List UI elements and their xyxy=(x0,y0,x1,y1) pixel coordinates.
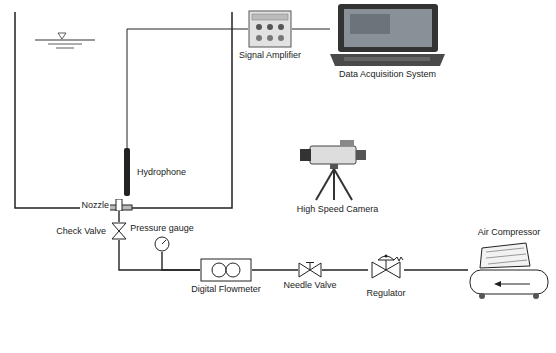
needle-valve-icon xyxy=(298,262,322,278)
component-label: Pressure gauge xyxy=(129,223,195,234)
pressure-regulator: Regulator xyxy=(368,254,404,286)
data-acquisition-laptop: Data Acquisition System xyxy=(330,2,445,67)
needle-valve: Needle Valve xyxy=(298,262,322,278)
digital-flowmeter-icon xyxy=(200,258,252,282)
water-tank xyxy=(15,12,232,208)
signal-amplifier-icon xyxy=(248,10,292,48)
component-label: Needle Valve xyxy=(283,280,338,291)
pressure-gauge-icon xyxy=(154,236,170,252)
hydrophone-probe-icon xyxy=(124,148,130,196)
signal-cable xyxy=(292,29,330,30)
check-valve-icon xyxy=(111,222,127,240)
water-level xyxy=(35,33,95,48)
component-label: High Speed Camera xyxy=(296,204,380,215)
high-speed-camera: High Speed Camera xyxy=(300,140,375,202)
nozzle: Nozzle xyxy=(114,199,124,211)
digital-flowmeter: Digital Flowmeter xyxy=(200,258,252,282)
hydrophone-probe: Hydrophone xyxy=(124,148,130,196)
air-compressor: Air Compressor xyxy=(468,240,550,300)
data-acquisition-laptop-icon xyxy=(330,2,445,67)
signal-amplifier: Signal Amplifier xyxy=(248,10,292,48)
component-label: Regulator xyxy=(365,288,406,299)
high-speed-camera-icon xyxy=(300,140,375,202)
signal-cable xyxy=(127,29,248,148)
nozzle-icon xyxy=(114,199,124,211)
air-pipe xyxy=(252,269,298,270)
component-label: Air Compressor xyxy=(477,227,542,238)
pressure-gauge: Pressure gauge xyxy=(154,236,170,252)
component-label: Hydrophone xyxy=(136,167,187,178)
component-label: Signal Amplifier xyxy=(238,50,302,61)
pressure-regulator-icon xyxy=(368,254,404,286)
component-label: Nozzle xyxy=(80,200,110,211)
component-label: Digital Flowmeter xyxy=(190,284,262,295)
air-pipe xyxy=(404,269,468,270)
air-pipe xyxy=(118,211,119,222)
air-compressor-icon xyxy=(468,240,550,300)
air-pipe xyxy=(162,252,200,270)
check-valve: Check Valve xyxy=(111,222,127,240)
air-pipe xyxy=(322,269,368,270)
component-label: Check Valve xyxy=(55,226,107,237)
component-label: Data Acquisition System xyxy=(338,69,437,80)
